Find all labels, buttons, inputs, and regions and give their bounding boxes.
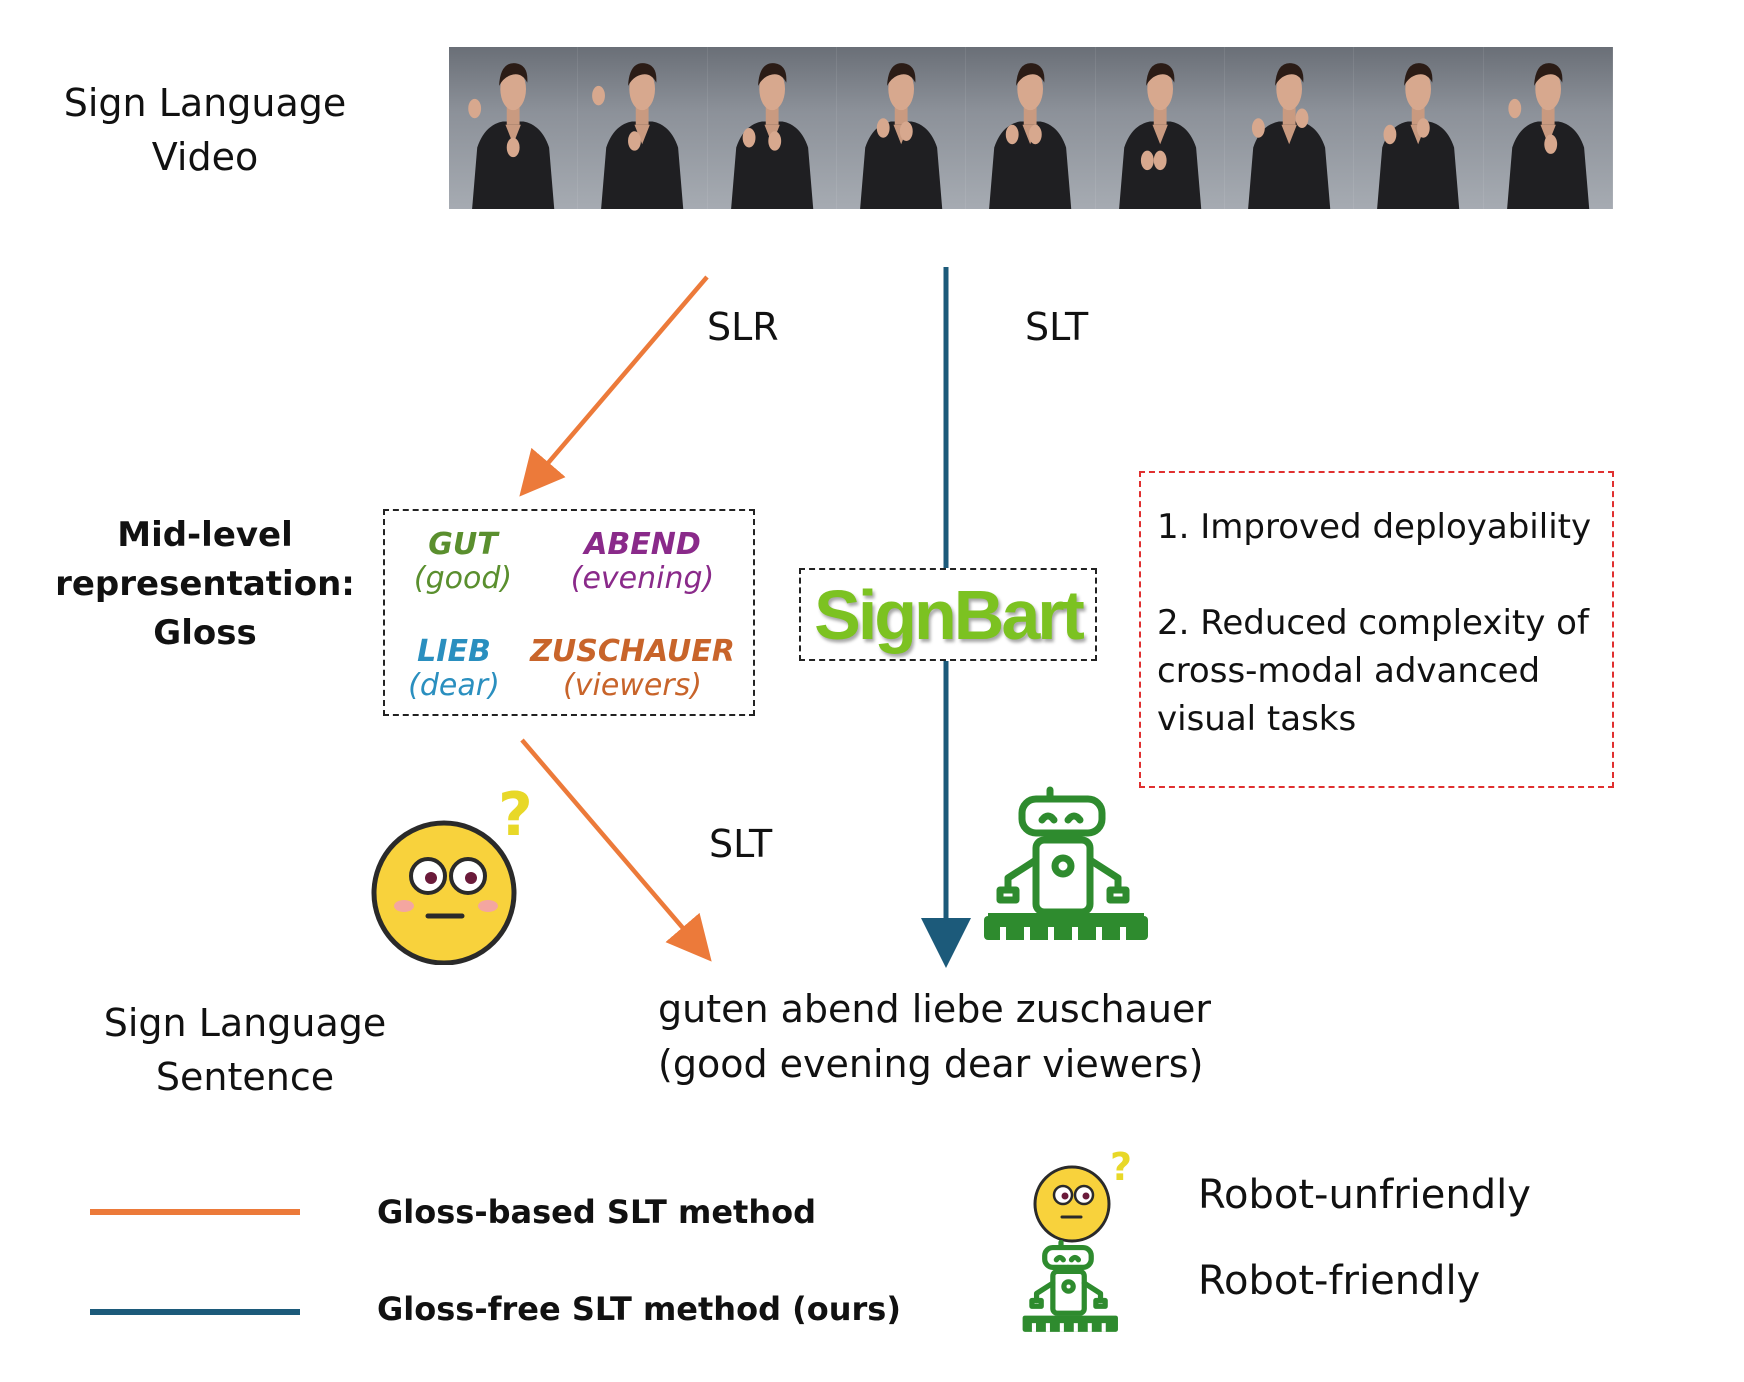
slr-label: SLR [707,305,779,349]
output-english: (good evening dear viewers) [658,1042,1204,1086]
signbart-model-box: SignBart [799,568,1097,661]
gloss-word: LIEB [417,634,491,669]
video-frame [578,47,708,209]
gloss-slt-arrow [520,738,712,962]
gloss-gut: GUT (good) [403,528,523,596]
gloss-translation: (good) [413,561,513,596]
legend-robot-unfriendly-label: Robot-unfriendly [1198,1172,1531,1218]
gloss-zuschauer: ZUSCHAUER (viewers) [525,635,740,703]
signer-image [730,63,813,209]
gloss-word: GUT [428,527,498,562]
video-frame [837,47,967,209]
gloss-box: GUT (good) ABEND (evening) LIEB (dear) Z… [383,509,755,716]
signer-image [1118,63,1201,209]
slt-direct-label: SLT [1025,305,1089,349]
signer-image [592,63,684,209]
video-frame [1354,47,1484,209]
legend-gloss-based-line [90,1209,300,1215]
gloss-abend: ABEND (evening) [550,528,735,596]
video-frame [1225,47,1355,209]
legend-confused-emoji-icon: ? [1033,1145,1132,1243]
video-frame [449,47,579,209]
sign-language-sentence-label: Sign Language Sentence [103,1001,387,1099]
legend-gloss-free-line [90,1309,300,1315]
legend-robot-icon [1022,1240,1118,1332]
mid-level-representation-label: Mid-level representation: Gloss [55,515,355,653]
signer-image [860,63,943,209]
advantage-item-1: 1. Improved deployability [1157,507,1592,547]
sign-language-video-strip [449,47,1613,209]
gloss-word: ABEND [584,527,701,562]
legend-gloss-free-label: Gloss-free SLT method (ours) [377,1290,901,1328]
legend-gloss-based-label: Gloss-based SLT method [377,1193,817,1231]
svg-text:?: ? [498,780,533,850]
sign-language-video-label: Sign Language Video [63,81,347,179]
signer-image [1506,63,1589,209]
gloss-translation: (dear) [408,668,500,703]
gloss-lieb: LIEB (dear) [399,635,509,703]
gloss-word: ZUSCHAUER [530,634,735,669]
signer-image [468,63,555,209]
robot-icon [984,786,1148,940]
slr-arrow [519,275,709,497]
output-sentence: guten abend liebe zuschauer (good evenin… [658,982,1211,1092]
signer-image [1248,63,1331,209]
advantage-item-2: 2. Reduced complexity of cross-modal adv… [1157,603,1589,739]
signbart-logo: SignBart [814,575,1085,654]
signer-image [989,63,1072,209]
gloss-translation: (evening) [570,561,715,596]
video-frame [1096,47,1225,209]
video-frame [708,47,837,209]
svg-text:?: ? [1110,1145,1132,1189]
legend-robot-friendly-label: Robot-friendly [1198,1258,1481,1304]
confused-emoji-icon: ? [371,780,533,965]
output-german: guten abend liebe zuschauer [658,987,1211,1031]
signer-image [1377,63,1460,209]
gloss-translation: (viewers) [563,668,702,703]
video-frame [1484,47,1613,209]
advantages-box: 1. Improved deployability 2. Reduced com… [1139,471,1614,788]
video-frame [966,47,1096,209]
slt-gloss-label: SLT [709,822,773,866]
